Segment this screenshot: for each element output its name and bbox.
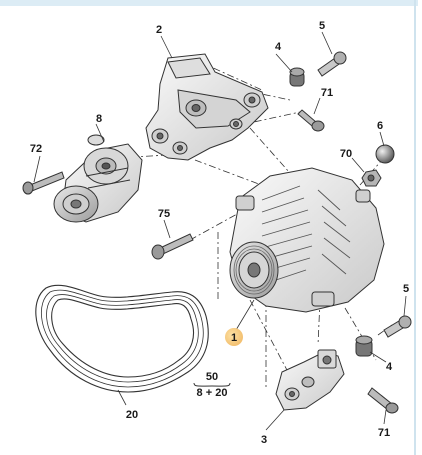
callout-labels: 2 8 72 4 5 71 6 70 75 1 5 4 3 71 20: [30, 20, 409, 446]
spacer-4-upper: [289, 67, 305, 87]
bolt-71-lower: [367, 387, 399, 414]
callout-4-lower: 4: [386, 361, 393, 373]
bolt-5-upper: [317, 51, 347, 77]
callout-75: 75: [158, 208, 170, 220]
callout-20: 20: [126, 409, 138, 421]
bolt-71-upper: [297, 109, 325, 132]
callout-8: 8: [96, 113, 102, 125]
callout-2: 2: [156, 24, 162, 36]
callout-71-upper: 71: [321, 87, 333, 99]
right-rule: [414, 0, 416, 455]
callout-72: 72: [30, 143, 42, 155]
bolt-5-lower: [383, 315, 412, 338]
callout-5-lower: 5: [403, 283, 409, 295]
spacer-4-lower: [355, 335, 373, 357]
nut-70: [361, 169, 382, 187]
callout-1-highlight: [225, 328, 243, 346]
callout-70: 70: [340, 148, 352, 160]
callout-71-lower: 71: [378, 427, 390, 439]
drive-belt: [35, 284, 209, 393]
callout-1: 1: [231, 332, 237, 344]
callout-3: 3: [261, 434, 267, 446]
pulley-cap-6: [375, 144, 395, 164]
callout-6: 6: [377, 120, 383, 132]
fraction-numerator: 50: [206, 371, 218, 383]
leader-lines: [33, 31, 407, 431]
lower-bracket: [275, 349, 345, 411]
belt-tensioner: [53, 134, 143, 223]
callout-5-upper: 5: [319, 20, 325, 32]
alternator: [229, 167, 385, 313]
mounting-bracket: [145, 53, 269, 161]
callout-4-upper: 4: [275, 41, 282, 53]
bolt-75: [151, 233, 194, 260]
top-strip: [0, 0, 418, 6]
bolt-72: [22, 171, 65, 195]
fraction-denominator: 8 + 20: [197, 387, 228, 399]
belt-reference-fraction: 50 8 + 20: [193, 371, 231, 399]
